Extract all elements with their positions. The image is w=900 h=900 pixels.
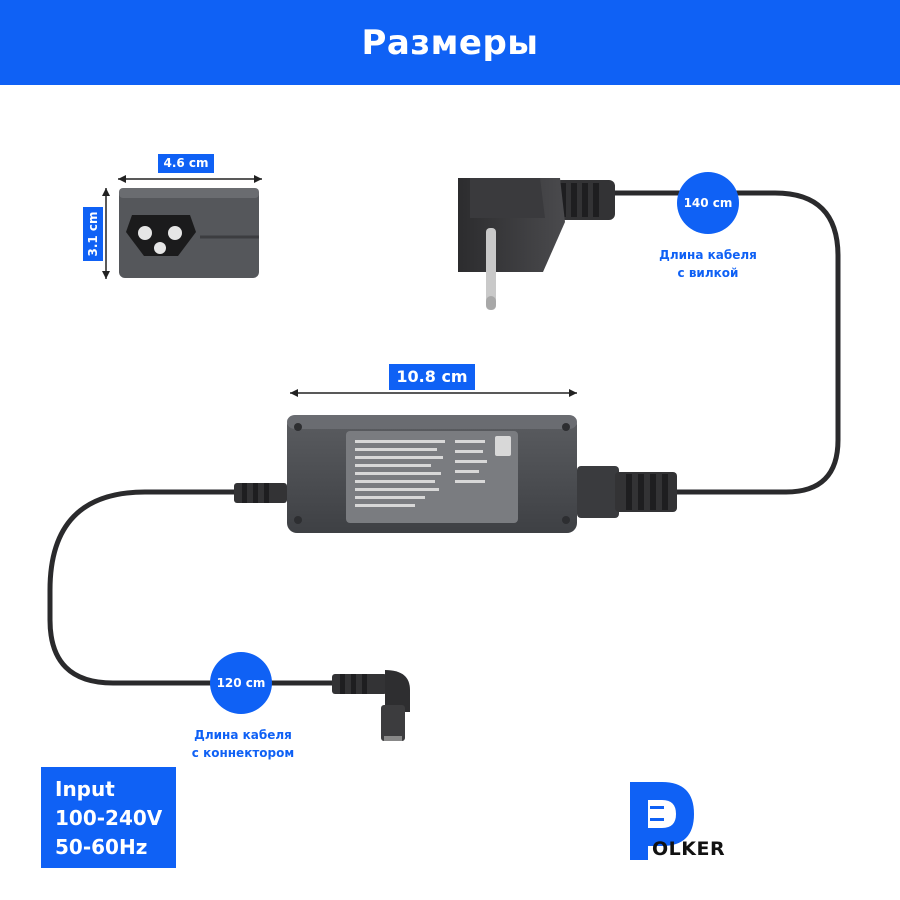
input-frequency: 50-60Hz <box>55 835 148 859</box>
dc-barrel-connector <box>332 670 410 741</box>
connector-cable-caption-line2: с коннектором <box>191 746 295 760</box>
input-label: Input <box>55 777 115 801</box>
adapter-length-label: 10.8 cm <box>389 364 475 390</box>
plug-height-label: 3.1 cm <box>83 207 103 261</box>
input-spec-box: Input 100-240V 50-60Hz <box>41 767 176 868</box>
plug-cable-caption-line1: Длина кабеля <box>659 248 757 262</box>
height-dimension-arrow <box>102 188 110 279</box>
header-banner: Размеры <box>0 0 900 85</box>
brand-name: OLKER <box>652 838 726 860</box>
iec-inlet-connector <box>577 466 677 518</box>
connector-cable-caption: Длина кабеля с коннектором <box>180 726 306 762</box>
connector-cable <box>47 489 348 686</box>
length-dimension-arrow <box>290 389 577 397</box>
euro-plug <box>458 178 615 310</box>
connector-cable-caption-line1: Длина кабеля <box>194 728 292 742</box>
plug-cable-caption-line2: с вилкой <box>677 266 739 280</box>
adapter-body <box>287 415 577 533</box>
c5-socket-end-view <box>119 188 259 278</box>
plug-cable-length-badge: 140 cm <box>677 172 739 234</box>
page-title: Размеры <box>361 22 539 63</box>
plug-cable-caption: Длина кабеля с вилкой <box>650 246 766 282</box>
input-voltage: 100-240V <box>55 806 163 830</box>
dc-cable-strain-relief <box>234 483 287 503</box>
plug-cable <box>607 190 841 495</box>
polker-logo-icon <box>630 782 694 860</box>
connector-cable-length-badge: 120 cm <box>210 652 272 714</box>
plug-width-label: 4.6 cm <box>158 154 214 173</box>
width-dimension-arrow <box>118 175 262 183</box>
